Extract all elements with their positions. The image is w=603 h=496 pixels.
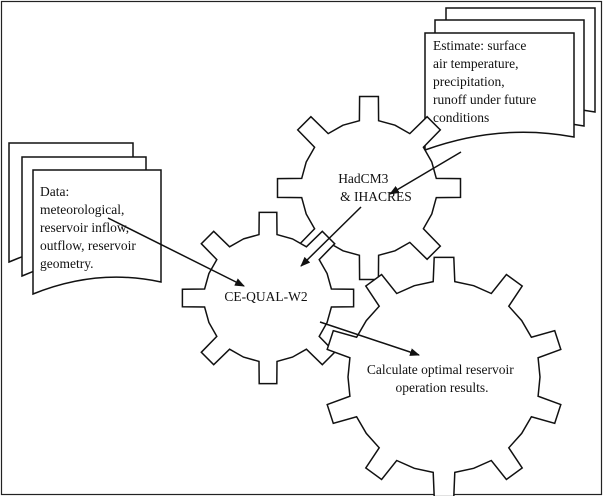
data-line-1: Data: <box>40 184 69 199</box>
estimate-line-2: air temperature, <box>433 56 518 71</box>
ce-qual-w2-line-1: CE-QUAL-W2 <box>224 289 307 304</box>
data-document-stack: Data: meteorological, reservoir inflow, … <box>8 142 162 296</box>
optimal-gear-label: Calculate optimal reservoir operation re… <box>367 362 517 395</box>
arrow-estimate-to-hadcm3 <box>389 151 462 195</box>
estimate-line-4: runoff under future <box>433 92 536 107</box>
hadcm3-line-2: & IHACRES <box>340 189 412 204</box>
arrow-data-to-ce-qual-w2 <box>107 217 245 287</box>
data-document-front <box>32 169 162 296</box>
data-line-5: geometry. <box>40 256 93 271</box>
estimate-document-text: Estimate: surface air temperature, preci… <box>433 38 540 125</box>
hadcm3-line-1: HadCM3 <box>338 171 388 186</box>
estimate-document-front <box>424 32 575 152</box>
data-document-text: Data: meteorological, reservoir inflow, … <box>40 184 139 271</box>
estimate-line-5: conditions <box>433 110 489 125</box>
data-line-4: outflow, reservoir <box>40 238 136 253</box>
ce-qual-w2-gear-label: CE-QUAL-W2 <box>224 289 307 304</box>
estimate-line-1: Estimate: surface <box>433 38 526 53</box>
data-line-2: meteorological, <box>40 202 124 217</box>
data-line-3: reservoir inflow, <box>40 220 129 235</box>
estimate-document-stack: Estimate: surface air temperature, preci… <box>424 7 596 152</box>
estimate-line-3: precipitation, <box>433 74 505 89</box>
optimal-operation-gear-shape <box>326 256 562 496</box>
optimal-line-2: operation results. <box>396 380 489 395</box>
optimal-line-1: Calculate optimal reservoir <box>367 362 514 377</box>
ce-qual-w2-gear-shape <box>181 211 355 385</box>
arrow-ce-qual-w2-to-optimal <box>319 321 420 356</box>
arrow-hadcm3-to-ce-qual-w2 <box>300 206 362 267</box>
